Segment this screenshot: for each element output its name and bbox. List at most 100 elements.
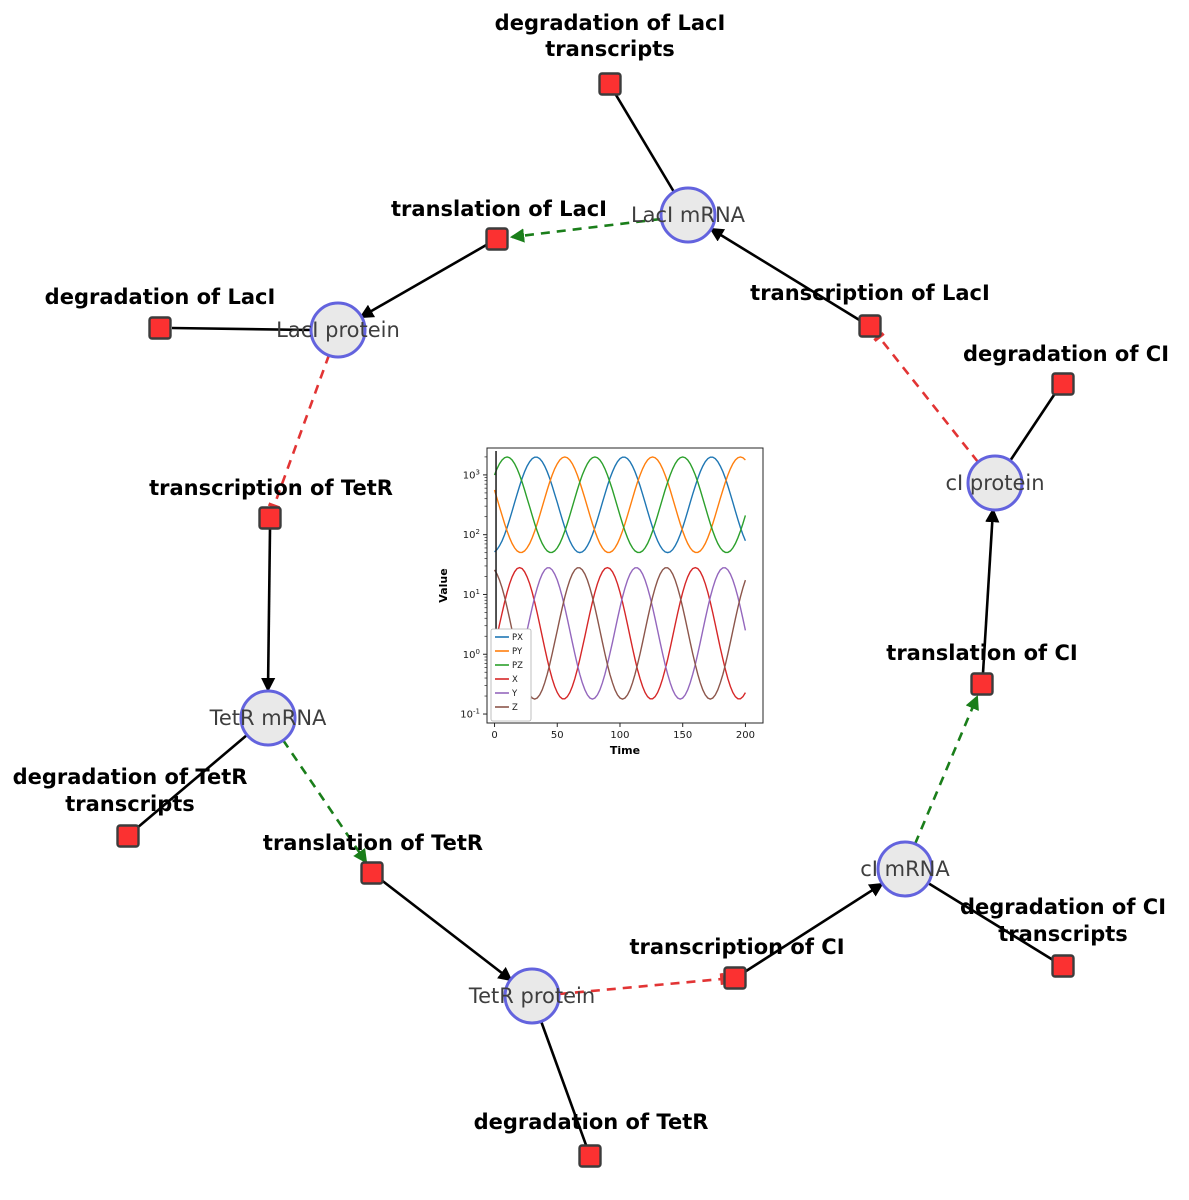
series-line-PX (494, 456, 747, 554)
reaction-node-transcription-of-lacI: transcription of LacI (750, 281, 990, 338)
x-tick-label: 100 (610, 730, 629, 741)
species-circle (966, 454, 1024, 512)
reaction-label: translation of LacI (391, 197, 607, 221)
species-label: cI mRNA (860, 857, 950, 881)
x-axis: 0 50 100 150 200 (491, 723, 755, 741)
reaction-node-degradation-of-cI: degradation of CI (963, 342, 1169, 396)
reaction-label: transcripts (65, 792, 195, 816)
species-node-cI-protein: cI protein (945, 454, 1045, 512)
axes-frame (486, 447, 764, 724)
reaction-square (970, 672, 994, 696)
series-line-X (493, 566, 746, 700)
reaction-square (1051, 954, 1075, 978)
reaction-node-translation-of-lacI: translation of LacI (391, 197, 607, 251)
reaction-node-degradation-of-lacI: degradation of LacI (45, 285, 276, 340)
edge-cI-mRNA-to-translation-of-cI (913, 695, 979, 845)
species-circle (239, 689, 297, 747)
reaction-label: degradation of TetR (474, 1110, 709, 1134)
edge-tetR-protein-inhibits-transcription-of-cI (558, 973, 725, 996)
edge-cI-protein-inhibits-transcription-of-lacI (873, 331, 980, 463)
x-tick-label: 50 (551, 730, 564, 741)
species-nodes: LacI mRNA LacI protein TetR mRNA TetR pr… (209, 186, 1045, 1025)
edges (136, 94, 1058, 1146)
edge-lacI-protein-to-degradation-of-lacI (171, 326, 312, 332)
reaction-label: degradation of LacI (45, 285, 276, 309)
x-tick-label: 200 (736, 730, 755, 741)
edge-cI-protein-to-degradation-of-cI (1008, 391, 1058, 462)
x-tick-label: 150 (673, 730, 692, 741)
y-axis: 10-1 100 101 102 103 (460, 456, 487, 721)
edge-translation-of-tetR-to-tetR-protein (379, 877, 513, 982)
reaction-node-degradation-of-tetR-transcripts: degradation of TetR transcripts (13, 765, 248, 848)
species-node-lacI-protein: LacI protein (276, 301, 400, 359)
species-label: TetR protein (468, 984, 595, 1008)
edge-lacI-mRNA-to-degradation-of-lacI-transcripts (614, 94, 676, 193)
reaction-label: degradation of CI (960, 895, 1166, 919)
reaction-square (148, 316, 172, 340)
legend-label-X: X (512, 675, 518, 685)
edge-transcription-of-tetR-to-tetR-mRNA (261, 528, 276, 693)
reaction-label: transcripts (545, 37, 675, 61)
species-circle (503, 967, 561, 1025)
edge-lacI-protein-inhibits-transcription-of-tetR (267, 354, 331, 510)
species-node-tetR-protein: TetR protein (468, 967, 595, 1025)
y-tick-label: 101 (463, 588, 480, 601)
reaction-square (1051, 372, 1075, 396)
reaction-square (578, 1144, 602, 1168)
reaction-node-transcription-of-cI: transcription of CI (629, 935, 845, 990)
reaction-node-degradation-of-tetR: degradation of TetR (474, 1110, 709, 1168)
reaction-square (858, 314, 882, 338)
reaction-square (360, 861, 384, 885)
species-label: TetR mRNA (209, 706, 327, 730)
series-line-PZ (493, 456, 747, 554)
reaction-node-degradation-of-lacI-transcripts: degradation of LacI transcripts (495, 11, 725, 96)
reaction-label: translation of TetR (263, 831, 483, 855)
y-axis-label: Value (437, 568, 450, 602)
legend-label-Y: Y (511, 689, 518, 699)
reaction-square (598, 72, 622, 96)
reaction-node-translation-of-tetR: translation of TetR (263, 831, 483, 885)
reaction-label: transcripts (998, 922, 1128, 946)
species-circle (876, 840, 934, 898)
series-lines (493, 456, 747, 700)
y-tick-label: 10-1 (460, 708, 480, 721)
edge-tetR-protein-to-degradation-of-tetR (539, 1020, 588, 1146)
reaction-label: transcription of TetR (149, 476, 393, 500)
reaction-square (485, 227, 509, 251)
reaction-square (723, 966, 747, 990)
y-tick-label: 100 (463, 648, 480, 661)
y-tick-label: 103 (463, 468, 480, 481)
series-line-PY (493, 456, 746, 554)
reaction-label: degradation of TetR (13, 765, 248, 789)
reaction-square (116, 824, 140, 848)
x-tick-label: 0 (491, 730, 497, 741)
series-line-Y (493, 567, 747, 700)
reaction-node-degradation-of-cI-transcripts: degradation of CI transcripts (960, 895, 1166, 978)
series-line-Z (493, 567, 747, 700)
species-node-lacI-mRNA: LacI mRNA (631, 186, 746, 244)
species-label: LacI mRNA (631, 203, 746, 227)
x-axis-label: Time (610, 744, 640, 757)
reaction-node-transcription-of-tetR: transcription of TetR (149, 476, 393, 530)
reaction-node-translation-of-cI: translation of CI (886, 641, 1078, 696)
plot-area (487, 448, 763, 723)
edge-tetR-mRNA-to-degradation-of-tetR-transcripts (136, 734, 248, 829)
species-circle (659, 186, 717, 244)
reaction-label: translation of CI (886, 641, 1077, 665)
edge-translation-of-cI-to-cI-protein (981, 507, 1000, 674)
legend-label-PY: PY (512, 647, 523, 657)
reaction-label: degradation of CI (963, 342, 1169, 366)
species-node-tetR-mRNA: TetR mRNA (209, 689, 327, 747)
legend-label-PZ: PZ (512, 661, 523, 671)
species-node-cI-mRNA: cI mRNA (860, 840, 950, 898)
edge-transcription-of-cI-to-cI-mRNA (742, 882, 884, 975)
edge-cI-mRNA-to-degradation-of-cI-transcripts (927, 881, 1054, 962)
y-tick-label: 102 (463, 528, 480, 541)
edge-transcription-of-lacI-to-lacI-mRNA (709, 227, 862, 323)
legend-label-Z: Z (512, 703, 518, 713)
legend-box (490, 628, 532, 722)
